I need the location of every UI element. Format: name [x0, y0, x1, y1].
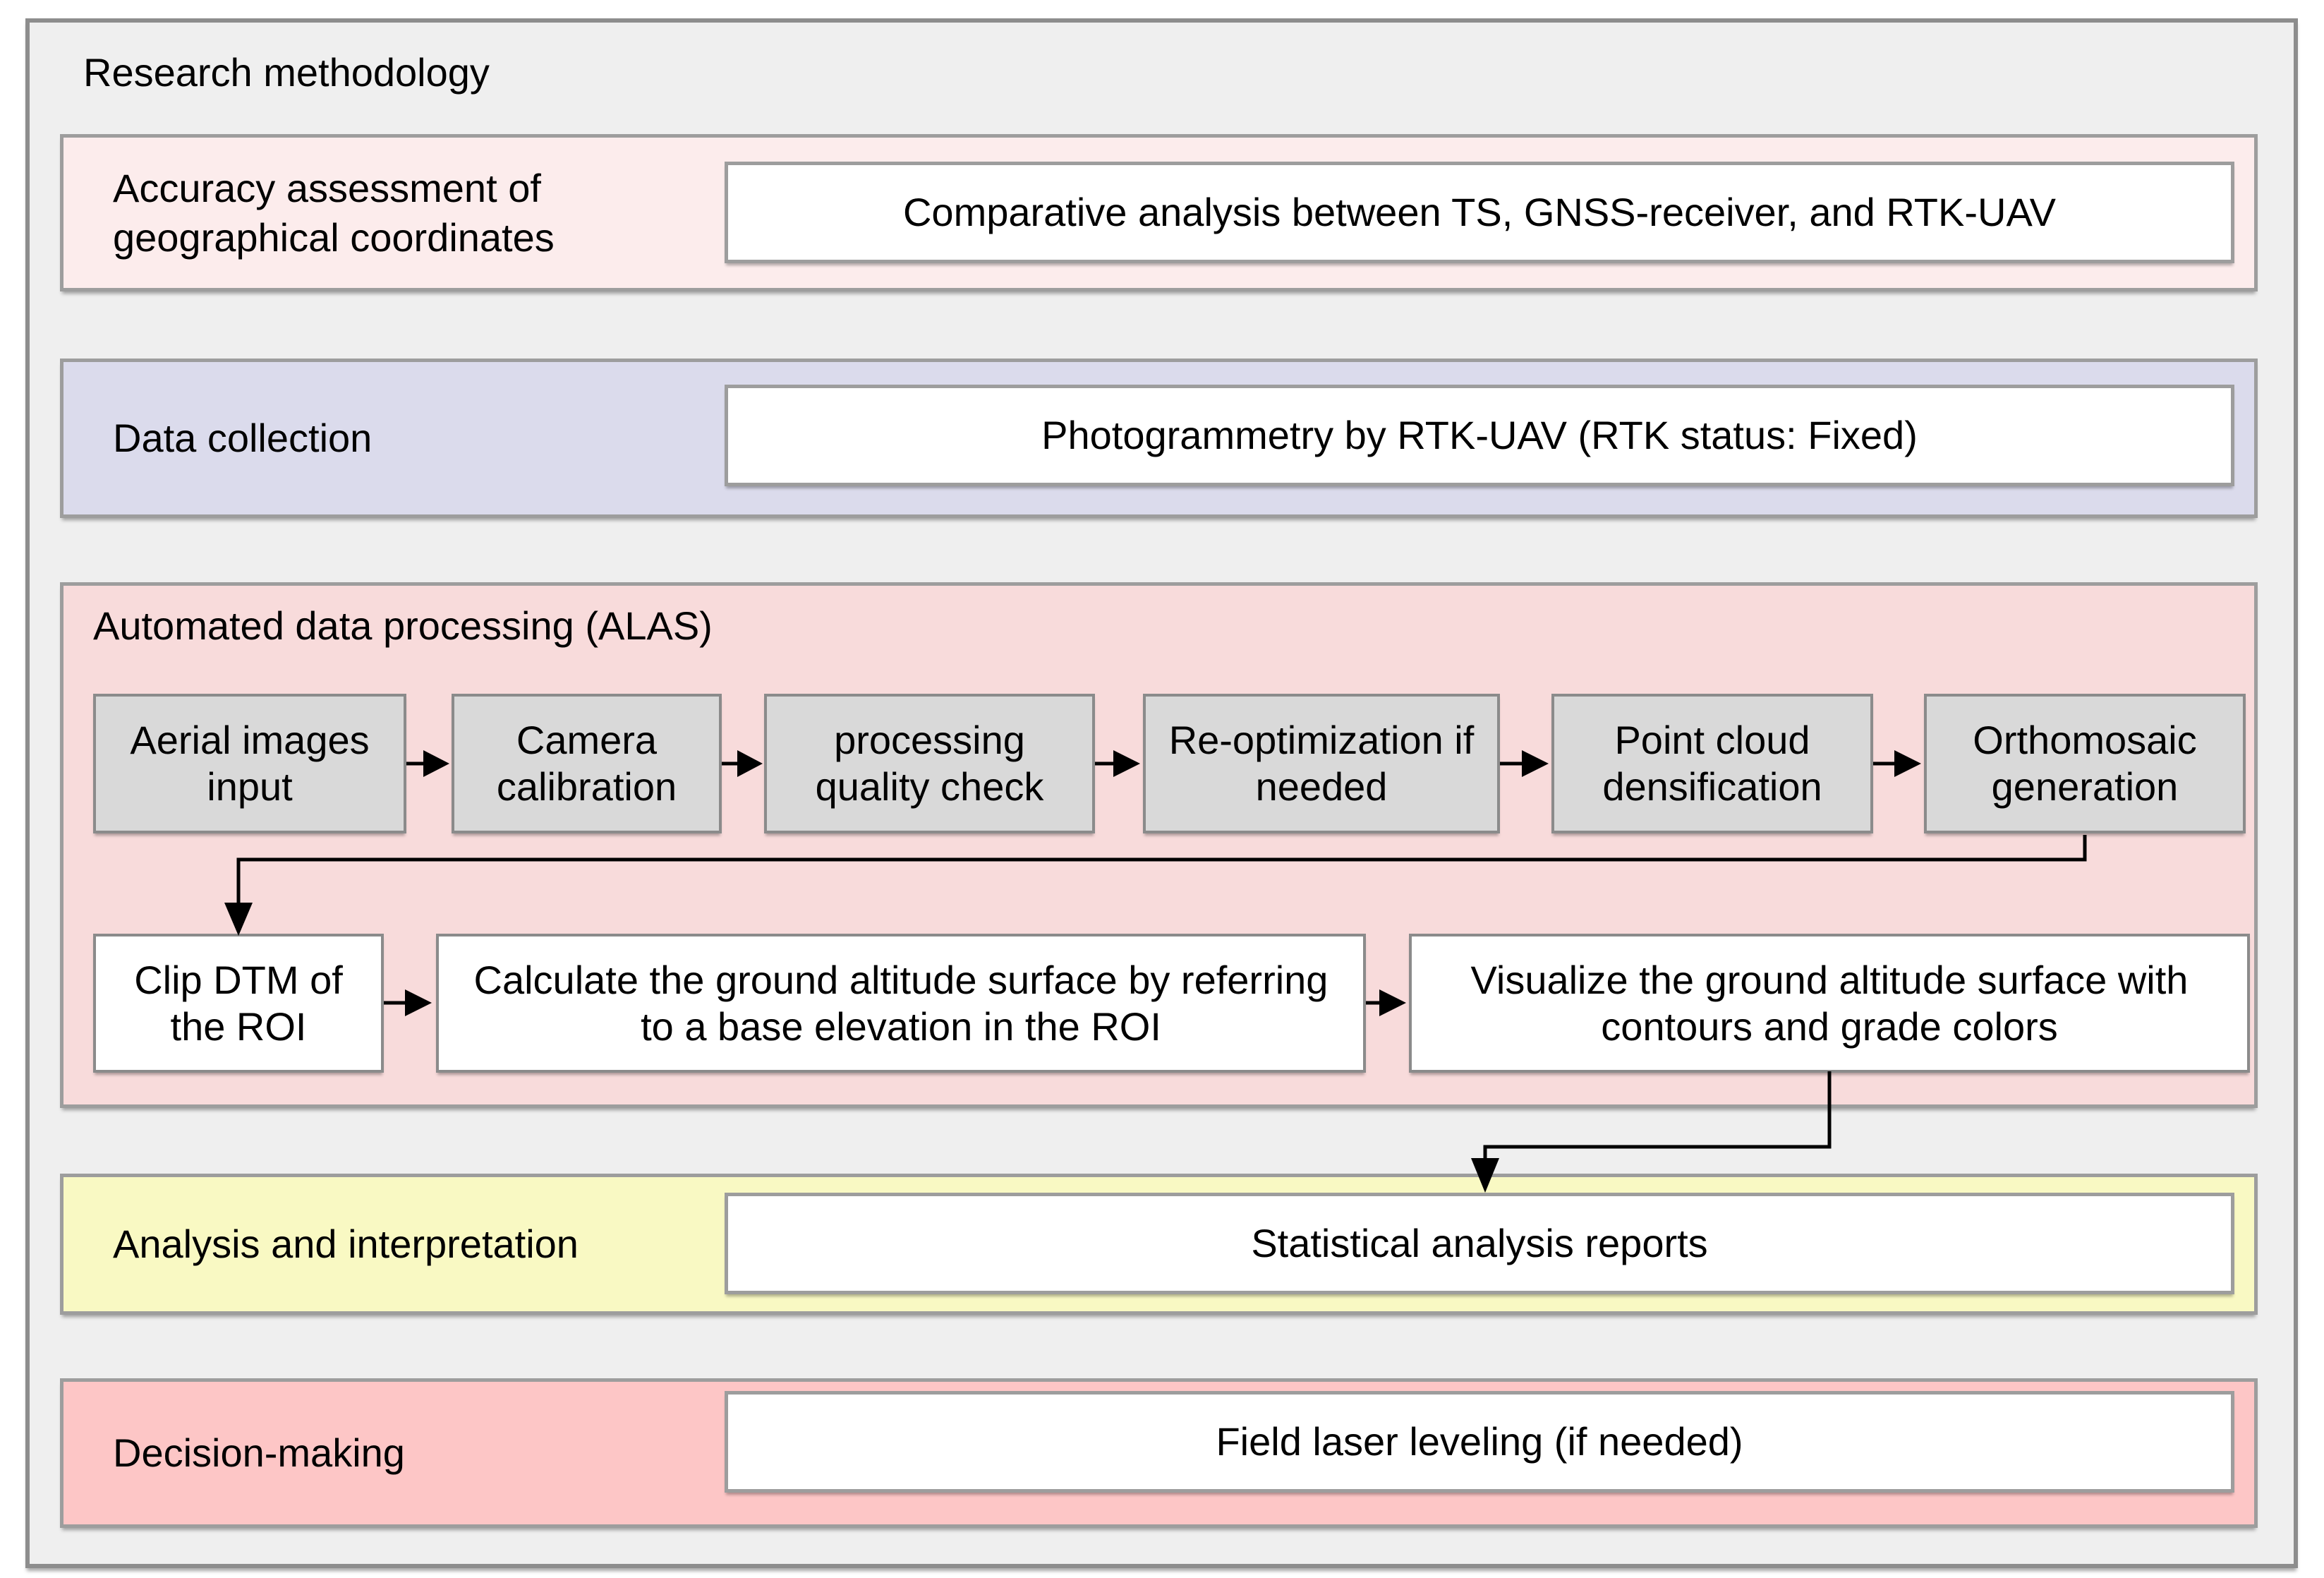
accuracy-section-label: Accuracy assessment of geographical coor…	[113, 138, 555, 288]
data-collection-output-box: Photogrammetry by RTK-UAV (RTK status: F…	[725, 385, 2234, 486]
step-box-clip-dtm: Clip DTM of the ROI	[93, 934, 384, 1073]
decision-output-box: Field laser leveling (if needed)	[725, 1391, 2234, 1493]
accuracy-output-box: Comparative analysis between TS, GNSS-re…	[725, 162, 2234, 263]
diagram-title: Research methodology	[83, 50, 490, 95]
data-collection-section-label: Data collection	[113, 416, 373, 460]
process-box-reoptimization: Re-optimization if needed	[1143, 694, 1500, 833]
step-box-calculate-ground-altitude: Calculate the ground altitude surface by…	[436, 934, 1366, 1073]
process-box-aerial-images-input: Aerial images input	[93, 694, 406, 833]
step-box-visualize-ground-altitude: Visualize the ground altitude surface wi…	[1409, 934, 2250, 1073]
process-box-point-cloud-densification: Point cloud densification	[1551, 694, 1873, 833]
accuracy-label-line2: geographical coordinates	[113, 215, 555, 260]
process-box-processing-quality-check: processing quality check	[764, 694, 1095, 833]
analysis-section-label: Analysis and interpretation	[113, 1222, 579, 1266]
accuracy-label-line1: Accuracy assessment of	[113, 165, 541, 210]
decision-section-label: Decision-making	[113, 1431, 405, 1475]
process-box-camera-calibration: Camera calibration	[452, 694, 722, 833]
analysis-output-box: Statistical analysis reports	[725, 1193, 2234, 1294]
alas-section-label: Automated data processing (ALAS)	[93, 603, 713, 648]
section-accuracy-assessment: Accuracy assessment of geographical coor…	[60, 134, 2258, 291]
process-box-orthomosaic-generation: Orthomosaic generation	[1924, 694, 2246, 833]
